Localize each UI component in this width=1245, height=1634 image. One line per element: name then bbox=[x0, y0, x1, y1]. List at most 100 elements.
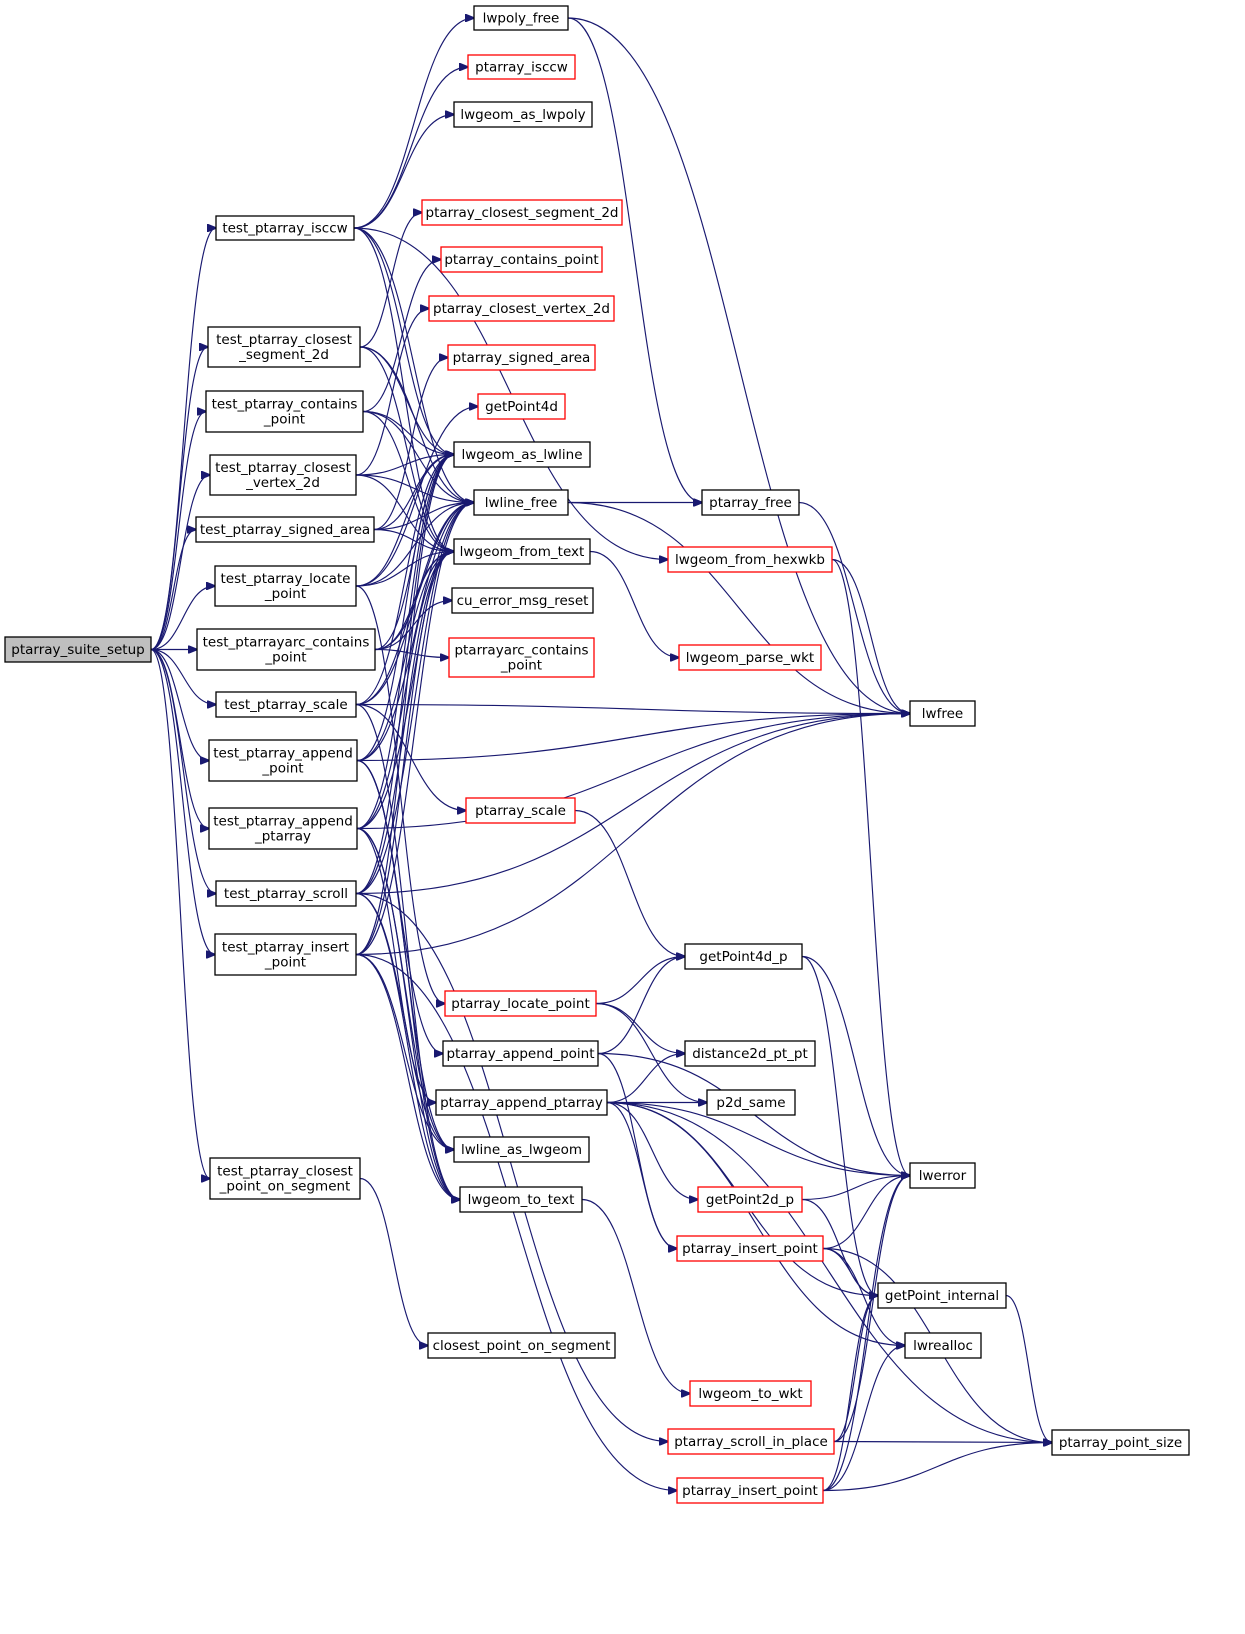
node-ptarray-insert-point-a[interactable]: ptarray_insert_point bbox=[676, 1235, 824, 1262]
node-t-cpos[interactable]: test_ptarray_closest_point_on_segment bbox=[209, 1157, 361, 1200]
node-ptarray-signed-area[interactable]: ptarray_signed_area bbox=[447, 344, 596, 371]
node-lwgeom-parse-wkt[interactable]: lwgeom_parse_wkt bbox=[678, 644, 822, 671]
node-getPoint-internal[interactable]: getPoint_internal bbox=[877, 1282, 1007, 1309]
edge-t_csd-to-ptarray_closest_segment_2d bbox=[359, 213, 422, 348]
node-label: getPoint_internal bbox=[885, 1288, 999, 1304]
edge-ptarray_append_point-to-getPoint4d_p bbox=[597, 957, 685, 1055]
node-label: p2d_same bbox=[716, 1095, 785, 1111]
node-t-ip[interactable]: test_ptarray_insert_point bbox=[214, 933, 357, 976]
node-t-apa[interactable]: test_ptarray_append_ptarray bbox=[208, 807, 358, 850]
node-t-scale[interactable]: test_ptarray_scale bbox=[215, 691, 357, 718]
node-box bbox=[214, 565, 357, 607]
edge-t_apa-to-lwline_free bbox=[356, 503, 474, 830]
edge-ptarray_append_ptarray-to-lwerror bbox=[606, 1101, 910, 1176]
node-box bbox=[684, 1040, 816, 1067]
node-t-lp[interactable]: test_ptarray_locate_point bbox=[214, 565, 357, 607]
node-lwline-as-lwgeom[interactable]: lwline_as_lwgeom bbox=[453, 1136, 590, 1163]
edge-path bbox=[801, 1176, 910, 1201]
edge-path bbox=[831, 558, 910, 1176]
node-lwerror[interactable]: lwerror bbox=[909, 1162, 976, 1189]
node-ptarrayarc-contains-point[interactable]: ptarrayarc_contains_point bbox=[448, 637, 595, 678]
node-lwgeom-to-wkt[interactable]: lwgeom_to_wkt bbox=[689, 1380, 812, 1407]
edge-root-to-t_cv bbox=[150, 475, 210, 651]
node-closest-point-on-segment[interactable]: closest_point_on_segment bbox=[427, 1332, 616, 1359]
edge-ptarray_scroll_in_place-to-getPoint_internal bbox=[833, 1296, 878, 1443]
edge-path bbox=[355, 455, 454, 895]
node-label: ptarray_insert_point bbox=[682, 1483, 818, 1499]
edge-path bbox=[150, 475, 210, 651]
edge-path bbox=[355, 455, 454, 706]
node-t-cp[interactable]: test_ptarray_contains_point bbox=[205, 390, 364, 433]
node-getPoint4d[interactable]: getPoint4d bbox=[477, 393, 566, 420]
edge-t_cp-to-lwline_free bbox=[362, 410, 474, 503]
node-root[interactable]: ptarray_suite_setup bbox=[4, 636, 152, 663]
edge-path bbox=[150, 648, 209, 761]
node-lwrealloc[interactable]: lwrealloc bbox=[904, 1332, 982, 1359]
edge-path bbox=[355, 552, 454, 706]
node-label: ptarray_locate_point bbox=[451, 996, 590, 1012]
node-ptarray-locate-point[interactable]: ptarray_locate_point bbox=[444, 990, 597, 1017]
node-label: ptarray_scroll_in_place bbox=[674, 1434, 828, 1450]
edge-t_scale-to-lwgeom_as_lwline bbox=[355, 455, 454, 706]
node-cu-error-msg-reset[interactable]: cu_error_msg_reset bbox=[451, 587, 594, 614]
edge-path bbox=[801, 955, 910, 1176]
node-t-scroll[interactable]: test_ptarray_scroll bbox=[215, 880, 357, 907]
edge-root-to-t_sa bbox=[150, 530, 196, 651]
edge-lwgeom_from_hexwkb-to-lwerror bbox=[831, 558, 910, 1176]
node-label: ptarray_signed_area bbox=[453, 350, 591, 366]
node-label: test_ptarray_scale bbox=[224, 697, 347, 713]
node-ptarray-free[interactable]: ptarray_free bbox=[701, 489, 800, 516]
edge-path bbox=[833, 1296, 878, 1443]
node-p2d-same[interactable]: p2d_same bbox=[706, 1089, 796, 1116]
node-lwpoly-free[interactable]: lwpoly_free bbox=[473, 5, 569, 31]
node-label: lwgeom_parse_wkt bbox=[686, 650, 814, 666]
node-ptarray-point-size[interactable]: ptarray_point_size bbox=[1051, 1429, 1190, 1456]
edge-t_scroll-to-lwgeom_to_text bbox=[355, 892, 460, 1200]
node-getPoint4d-p[interactable]: getPoint4d_p bbox=[684, 943, 803, 970]
node-lwline-free[interactable]: lwline_free bbox=[473, 489, 569, 516]
edge-ptarray_append_ptarray-to-ptarray_point_size bbox=[606, 1101, 1052, 1443]
node-t-cv[interactable]: test_ptarray_closest_vertex_2d bbox=[209, 454, 357, 496]
node-label: test_ptarray_signed_area bbox=[200, 522, 370, 538]
node-ptarray-closest-vertex-2d[interactable]: ptarray_closest_vertex_2d bbox=[428, 295, 615, 322]
edge-path bbox=[822, 1247, 878, 1296]
edge-ptarray_insert_point_b-to-ptarray_point_size bbox=[822, 1443, 1052, 1492]
node-lwfree[interactable]: lwfree bbox=[909, 700, 976, 727]
node-ptarray-isccw[interactable]: ptarray_isccw bbox=[467, 54, 576, 80]
edge-ptarray_insert_point_a-to-lwrealloc bbox=[822, 1247, 905, 1346]
edge-path bbox=[353, 227, 454, 455]
node-distance2d-pt-pt[interactable]: distance2d_pt_pt bbox=[684, 1040, 816, 1067]
edge-path bbox=[150, 648, 209, 829]
node-lwgeom-from-text[interactable]: lwgeom_from_text bbox=[453, 538, 591, 565]
node-label: test_ptarray_closest bbox=[216, 332, 352, 348]
edge-root-to-t_lp bbox=[150, 586, 215, 651]
node-ptarray-closest-segment-2d[interactable]: ptarray_closest_segment_2d bbox=[421, 199, 623, 226]
edge-path bbox=[589, 550, 679, 658]
node-lwgeom-to-text[interactable]: lwgeom_to_text bbox=[459, 1186, 583, 1213]
edge-t_ip-to-lwfree bbox=[355, 714, 910, 956]
node-lwgeom-as-lwline[interactable]: lwgeom_as_lwline bbox=[453, 441, 591, 468]
edge-root-to-t_ip bbox=[150, 648, 215, 955]
node-ptarray-scale[interactable]: ptarray_scale bbox=[465, 797, 576, 824]
node-t-sa[interactable]: test_ptarray_signed_area bbox=[195, 516, 375, 543]
edge-path bbox=[597, 957, 685, 1055]
edge-path bbox=[355, 953, 460, 1200]
node-t-csd[interactable]: test_ptarray_closest_segment_2d bbox=[207, 326, 361, 368]
node-getPoint2d-p[interactable]: getPoint2d_p bbox=[697, 1186, 803, 1213]
node-ptarray-scroll-in-place[interactable]: ptarray_scroll_in_place bbox=[667, 1428, 835, 1455]
edge-root-to-t_isccw bbox=[150, 228, 216, 651]
node-t-ap[interactable]: test_ptarray_append_point bbox=[208, 739, 358, 782]
node-ptarray-append-point[interactable]: ptarray_append_point bbox=[442, 1040, 599, 1067]
node-box bbox=[207, 326, 361, 368]
node-label: _point bbox=[500, 658, 542, 674]
node-ptarray-append-ptarray[interactable]: ptarray_append_ptarray bbox=[435, 1089, 608, 1116]
node-t-isccw[interactable]: test_ptarray_isccw bbox=[215, 215, 355, 241]
edge-path bbox=[356, 827, 460, 1200]
node-ptarray-contains-point[interactable]: ptarray_contains_point bbox=[440, 246, 603, 273]
edge-t_scale-to-lwfree bbox=[355, 703, 910, 714]
node-lwgeom-from-hexwkb[interactable]: lwgeom_from_hexwkb bbox=[667, 546, 833, 573]
edge-path bbox=[356, 455, 454, 830]
node-ptarray-insert-point-b[interactable]: ptarray_insert_point bbox=[676, 1477, 824, 1504]
node-t-acp[interactable]: test_ptarrayarc_contains_point bbox=[196, 628, 376, 671]
node-lwgeom-as-lwpoly[interactable]: lwgeom_as_lwpoly bbox=[453, 101, 593, 128]
